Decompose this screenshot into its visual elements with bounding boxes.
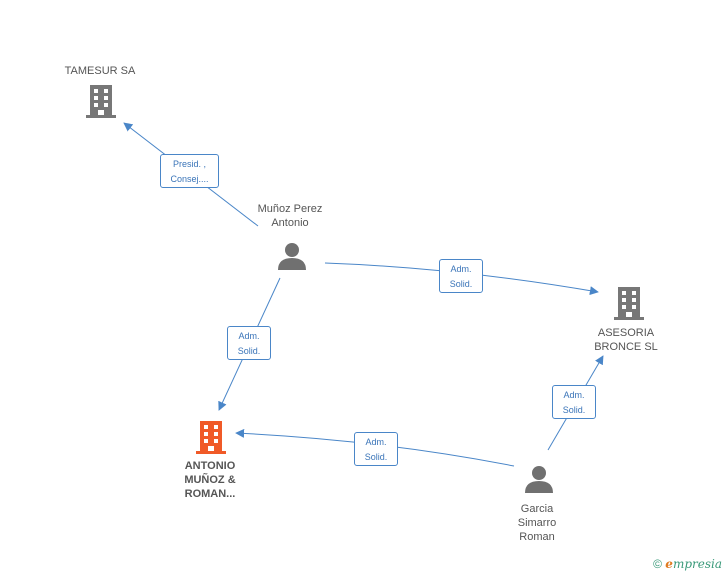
node-label-asesoria[interactable]: ASESORIA BRONCE SL	[576, 326, 676, 354]
node-label-antonio-munoz[interactable]: ANTONIO MUÑOZ & ROMAN...	[160, 459, 260, 501]
edge-label-adm-solid-antonio[interactable]: Adm. Solid.	[227, 326, 271, 360]
node-label-line: ANTONIO	[184, 460, 236, 472]
edge-label-line: Adm.	[238, 331, 260, 341]
edge-label-adm-solid-garcia-asesoria[interactable]: Adm. Solid.	[552, 385, 596, 419]
brand-name: mpresia	[672, 557, 722, 571]
node-label-line: Muñoz Perez	[257, 203, 323, 215]
brand-logo-e: e	[665, 557, 673, 571]
person-icon[interactable]	[278, 243, 306, 270]
building-icon-focus[interactable]	[196, 421, 226, 454]
building-icon[interactable]	[86, 85, 116, 118]
node-label-line: Garcia	[520, 503, 554, 515]
edge-label-line: Solid.	[364, 452, 388, 462]
node-label-garcia[interactable]: Garcia Simarro Roman	[487, 502, 587, 544]
footer-brand[interactable]: © empresia	[653, 557, 722, 571]
edge-label-line: Solid.	[449, 279, 473, 289]
edge-label-line: Solid.	[237, 346, 261, 356]
edge-label-line: Adm.	[450, 264, 472, 274]
edge-label-line: Adm.	[563, 390, 585, 400]
node-label-line: Roman	[519, 531, 555, 543]
building-icon[interactable]	[614, 287, 644, 320]
copyright-icon: ©	[653, 557, 662, 571]
node-label-line: ASESORIA	[597, 327, 655, 339]
node-label-line: ROMAN...	[184, 488, 236, 500]
node-label-line: Antonio	[271, 217, 309, 229]
node-label-line: BRONCE SL	[594, 341, 658, 353]
node-label-tamesur[interactable]: TAMESUR SA	[50, 64, 150, 78]
node-label-line: MUÑOZ &	[184, 474, 236, 486]
node-label-munoz-perez[interactable]: Muñoz Perez Antonio	[240, 202, 340, 230]
edge-label-adm-solid-asesoria[interactable]: Adm. Solid.	[439, 259, 483, 293]
edge-label-line: Adm.	[365, 437, 387, 447]
edge-label-adm-solid-garcia-antonio[interactable]: Adm. Solid.	[354, 432, 398, 466]
node-label-text: TAMESUR SA	[64, 65, 136, 77]
edge-label-line: Presid. ,	[172, 159, 206, 169]
edge-label-line: Solid.	[562, 405, 586, 415]
edge-label-presid-consej[interactable]: Presid. , Consej....	[160, 154, 219, 188]
node-label-line: Simarro	[517, 517, 557, 529]
person-icon[interactable]	[525, 466, 553, 493]
edge-label-line: Consej....	[170, 174, 209, 184]
